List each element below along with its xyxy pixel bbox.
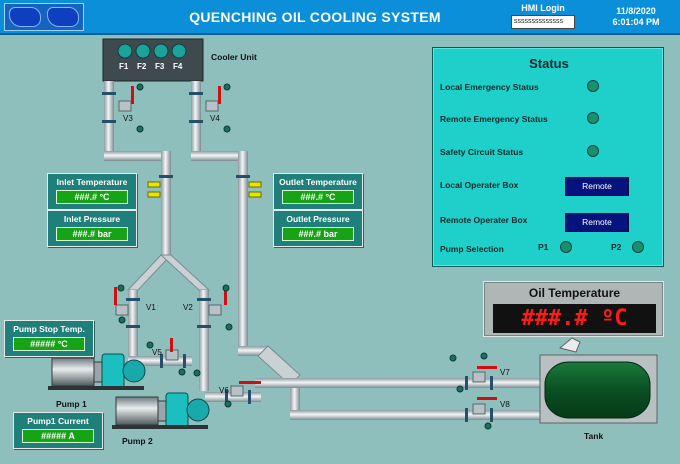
pump-p1-lamp-icon[interactable] [560, 241, 572, 253]
valve-v5-icon[interactable] [165, 338, 179, 361]
valve-v6-icon[interactable] [230, 381, 261, 397]
pump1-current-label: Pump1 Current [27, 416, 89, 426]
valve-v3-icon[interactable] [118, 86, 134, 112]
tank-breather-icon [558, 337, 581, 353]
safety-circuit-lamp-icon [587, 145, 599, 157]
pump-2-label: Pump 2 [122, 436, 153, 446]
time-text: 6:01:04 PM [612, 17, 660, 27]
remote-emergency-label: Remote Emergency Status [440, 114, 548, 124]
pump1-current-readout: Pump1 Current ##### A [13, 412, 103, 449]
fan-f3-icon [153, 43, 169, 59]
status-panel: Status Local Emergency Status Remote Eme… [432, 47, 664, 267]
inlet-pressure-readout: Inlet Pressure ###.# bar [47, 210, 137, 247]
valve-v1-label: V1 [146, 303, 156, 312]
status-title: Status [529, 56, 569, 71]
outlet-temperature-readout: Outlet Temperature ###.# °C [273, 173, 363, 210]
pump-selection-label: Pump Selection [440, 244, 504, 254]
valve-v1-icon[interactable] [114, 287, 129, 316]
inlet-pressure-value: ###.# bar [56, 227, 128, 241]
cooler-unit [102, 38, 204, 82]
valve-v4-icon[interactable] [205, 86, 221, 112]
indicator-dots [117, 83, 492, 430]
inlet-temperature-sensor-icon [147, 181, 161, 198]
valve-v4-label: V4 [210, 114, 220, 123]
fan-label-f2: F2 [137, 62, 147, 71]
fan-f1-icon [117, 43, 133, 59]
inlet-temperature-value: ###.# °C [56, 190, 128, 204]
local-operator-remote-button[interactable]: Remote [565, 177, 629, 196]
valve-v2-icon[interactable] [208, 287, 227, 316]
outlet-pressure-readout: Outlet Pressure ###.# bar [273, 210, 363, 247]
oil-temperature-value: ###.# ºC [493, 304, 656, 333]
remote-operator-remote-button[interactable]: Remote [565, 213, 629, 232]
date-time: 11/8/2020 6:01:04 PM [596, 6, 676, 28]
remote-operator-box-label: Remote Operater Box [440, 215, 528, 225]
pump-p2-label: P2 [611, 242, 622, 252]
fan-label-f3: F3 [155, 62, 165, 71]
valve-v7-label: V7 [500, 368, 510, 377]
remote-emergency-lamp-icon [587, 112, 599, 124]
pump-2[interactable] [112, 392, 210, 429]
valve-v3-label: V3 [123, 114, 133, 123]
local-emergency-label: Local Emergency Status [440, 82, 539, 92]
valve-v5-label: V5 [152, 348, 162, 357]
logo-shape-right [47, 7, 79, 27]
inlet-temperature-label: Inlet Temperature [56, 177, 128, 187]
fan-f2-icon [135, 43, 151, 59]
valve-v8-label: V8 [500, 400, 510, 409]
page-title: QUENCHING OIL COOLING SYSTEM [189, 9, 441, 25]
valve-v6-label: V6 [219, 386, 229, 395]
process-diagram [48, 38, 658, 430]
hmi-login: HMI Login ssssssssssssss [508, 3, 578, 32]
date-text: 11/8/2020 [616, 6, 656, 16]
pump-stop-temp-readout: Pump Stop Temp. ##### °C [4, 320, 94, 357]
hmi-login-label: HMI Login [521, 3, 565, 13]
pump-stop-temp-label: Pump Stop Temp. [13, 324, 85, 334]
tank-label: Tank [584, 431, 604, 441]
pump-p2-lamp-icon[interactable] [632, 241, 644, 253]
fan-label-f1: F1 [119, 62, 129, 71]
pump-stop-temp-value: ##### °C [13, 337, 85, 351]
header-bar: QUENCHING OIL COOLING SYSTEM HMI Login s… [0, 0, 680, 35]
tank [539, 337, 658, 424]
oil-temperature-panel: Oil Temperature ###.# ºC [483, 281, 664, 337]
fan-label-f4: F4 [173, 62, 183, 71]
hmi-login-field[interactable]: ssssssssssssss [511, 15, 575, 29]
outlet-temperature-sensor-icon [248, 181, 262, 198]
pump-1-label: Pump 1 [56, 399, 87, 409]
valve-v8-icon[interactable] [472, 397, 497, 415]
inlet-temperature-readout: Inlet Temperature ###.# °C [47, 173, 137, 210]
outlet-temperature-value: ###.# °C [282, 190, 354, 204]
pump-1[interactable] [48, 353, 146, 390]
outlet-pressure-value: ###.# bar [282, 227, 354, 241]
outlet-temperature-label: Outlet Temperature [279, 177, 357, 187]
company-logo [4, 3, 84, 31]
safety-circuit-label: Safety Circuit Status [440, 147, 524, 157]
fan-f4-icon [171, 43, 187, 59]
valve-v7-icon[interactable] [472, 366, 497, 383]
outlet-pressure-label: Outlet Pressure [286, 214, 350, 224]
pump1-current-value: ##### A [22, 429, 94, 443]
valve-v2-label: V2 [183, 303, 193, 312]
logo-shape-left [9, 7, 41, 27]
pump-p1-label: P1 [538, 242, 549, 252]
oil-temperature-title: Oil Temperature [528, 286, 621, 300]
cooler-unit-label: Cooler Unit [211, 52, 257, 62]
local-operator-box-label: Local Operater Box [440, 180, 519, 190]
inlet-pressure-label: Inlet Pressure [63, 214, 121, 224]
local-emergency-lamp-icon [587, 80, 599, 92]
